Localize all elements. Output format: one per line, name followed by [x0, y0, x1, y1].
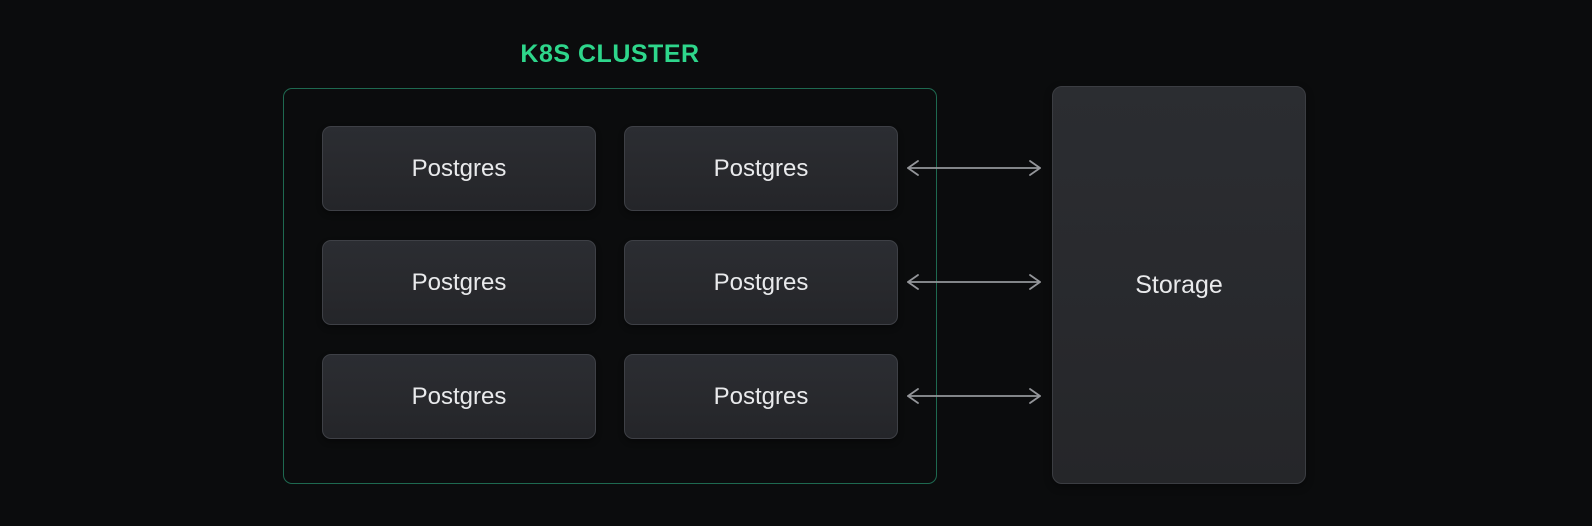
postgres-node-label: Postgres [713, 382, 809, 410]
postgres-node-label: Postgres [713, 154, 809, 182]
postgres-node-label: Postgres [411, 268, 507, 296]
storage-label: Storage [1135, 270, 1223, 299]
postgres-node: Postgres [322, 354, 596, 439]
postgres-node: Postgres [322, 126, 596, 211]
postgres-node-label: Postgres [411, 382, 507, 410]
postgres-node: Postgres [624, 354, 898, 439]
postgres-node: Postgres [624, 240, 898, 325]
postgres-node-label: Postgres [713, 268, 809, 296]
postgres-node-label: Postgres [411, 154, 507, 182]
postgres-node-grid: Postgres Postgres Postgres Postgres Post… [284, 89, 936, 483]
postgres-node: Postgres [322, 240, 596, 325]
storage-box: Storage [1052, 86, 1306, 484]
cluster-title: K8S CLUSTER [520, 40, 700, 68]
k8s-cluster-box: Postgres Postgres Postgres Postgres Post… [283, 88, 937, 484]
postgres-node: Postgres [624, 126, 898, 211]
